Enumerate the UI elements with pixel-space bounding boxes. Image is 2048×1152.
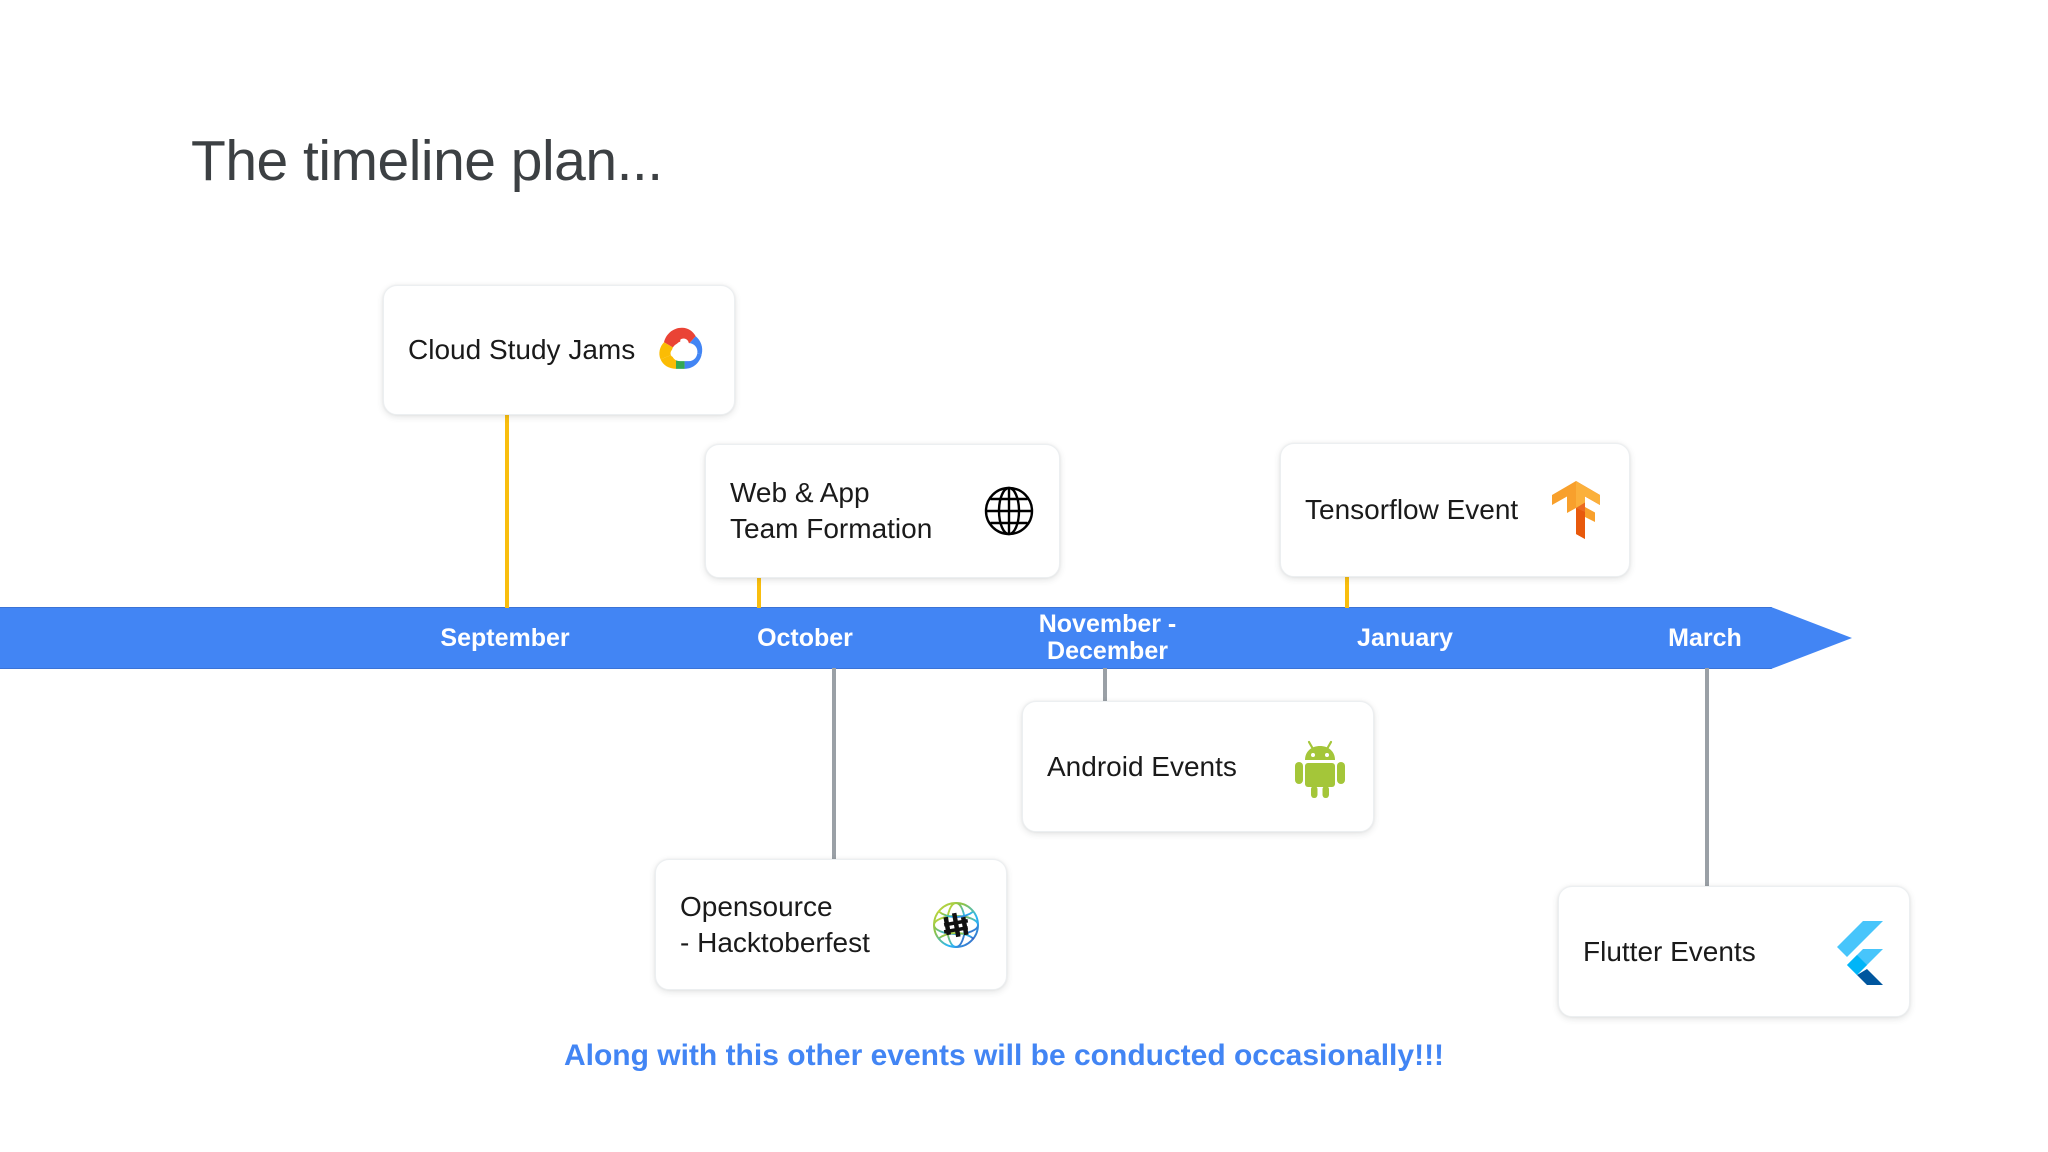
card-label-cloud-study-jams: Cloud Study Jams [408, 334, 636, 366]
google-cloud-icon [654, 326, 710, 374]
android-icon [1291, 736, 1349, 798]
card-flutter-events[interactable]: Flutter Events [1558, 886, 1910, 1017]
globe-icon [983, 485, 1035, 537]
timeline-bar [0, 607, 1852, 669]
connector-web-app-team [757, 577, 761, 608]
connector-android-events [1103, 668, 1107, 702]
card-label-tensorflow-event: Tensorflow Event [1305, 494, 1519, 526]
hacktoberfest-icon [930, 899, 982, 951]
card-opensource-hacktoberfest[interactable]: Opensource - Hacktoberfest [655, 859, 1007, 990]
card-label-web-app-team-formation: Web & App Team Formation [730, 477, 933, 544]
card-tensorflow-event[interactable]: Tensorflow Event [1280, 443, 1630, 577]
tensorflow-icon [1547, 479, 1605, 541]
page-title: The timeline plan... [191, 129, 663, 193]
connector-tensorflow-event [1345, 577, 1349, 608]
connector-hacktoberfest [832, 668, 836, 860]
footer-note-text: Along with this other events will be con… [563, 1039, 1445, 1072]
card-cloud-study-jams[interactable]: Cloud Study Jams [383, 285, 735, 415]
connector-flutter-events [1705, 668, 1709, 886]
timeline-bar-body [0, 607, 1772, 669]
timeline-arrow-head [1771, 607, 1852, 669]
card-label-opensource-hacktoberfest: Opensource - Hacktoberfest [680, 890, 870, 958]
card-label-flutter-events: Flutter Events [1583, 935, 1756, 967]
card-android-events[interactable]: Android Events [1022, 701, 1374, 832]
footer-note: Along with this other events will be con… [0, 1039, 2048, 1073]
card-web-app-team-formation[interactable]: Web & App Team Formation [705, 444, 1060, 578]
flutter-icon [1829, 919, 1885, 985]
connector-cloud-study-jams [505, 414, 509, 608]
card-label-android-events: Android Events [1047, 750, 1237, 782]
